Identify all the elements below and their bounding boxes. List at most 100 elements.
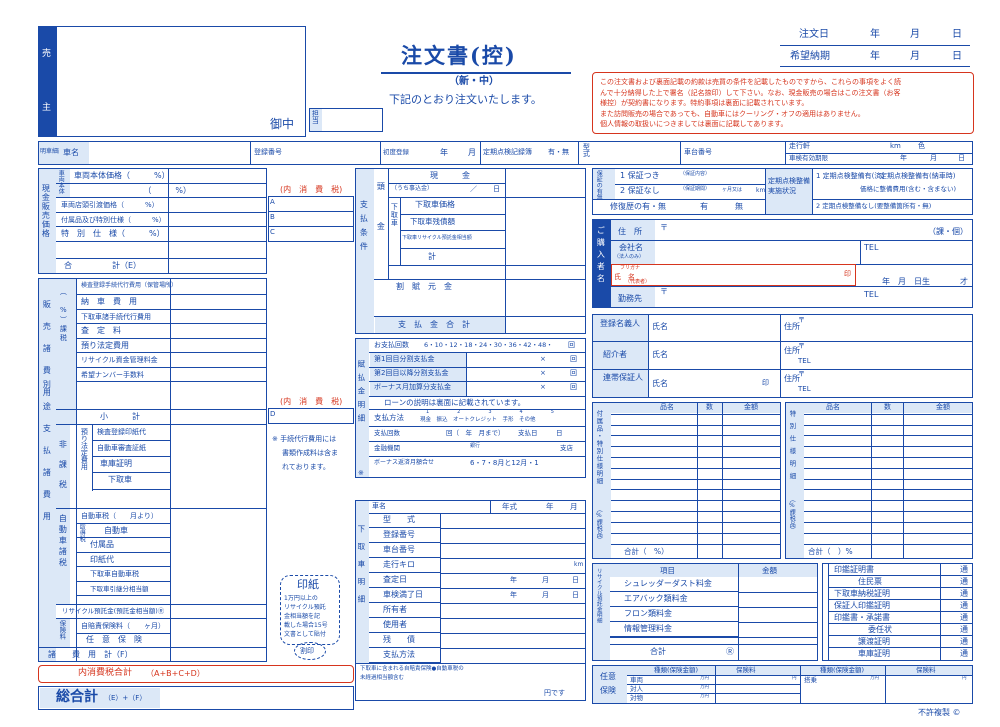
loan-bank-sub: 銀行 [470, 443, 481, 449]
expense-side-2: 別途支払諸費用 [42, 380, 52, 534]
expense-total: 諸 費 用 計（F） [48, 650, 133, 659]
tradein-exp-m: 月 [542, 591, 549, 599]
insurance-yen2-1: 円 [792, 676, 797, 681]
naishohi-a: A [270, 198, 275, 206]
tax-total-formula: （A+B+C+D） [146, 669, 205, 678]
grid-line [611, 478, 780, 480]
insurance-head-3: 種類(保険金額) [820, 666, 865, 674]
grid-line [611, 532, 780, 534]
loan-row-1-label: 第1回目分割支払金 [374, 355, 435, 363]
inspect-exp-year: 年 [900, 154, 907, 162]
document-row-unit: 通 [960, 625, 968, 634]
notice-line-1: この注文書および裏面記載の約款は売買の条件を記載したものですから、これらの事項を… [600, 78, 901, 86]
tradein-row: 走行キロ [369, 558, 440, 573]
expense-row: 自賠責保険料（ ヶ月） [76, 619, 170, 634]
inspection-label: 定期点検記録簿 [483, 148, 532, 156]
tetsuzuki-note-1: ※ 手続代行費用には [272, 435, 337, 443]
registrant-guarantor-tel: TEL [798, 385, 811, 393]
tetsuzuki-note-3: れております。 [282, 463, 330, 471]
insurance-row-person: 対人 [630, 685, 643, 693]
tradein-row: 車検満了日 [369, 588, 440, 603]
accessories-total-2: 合計（ ）% [808, 547, 853, 556]
order-date-month: 月 [910, 29, 920, 40]
payment-side-label: 支払条件 [359, 200, 369, 256]
tradein-assess-m: 月 [542, 576, 549, 584]
tradein-assess-y: 年 [510, 576, 517, 584]
naishohi-box-1 [268, 196, 354, 242]
document-row-unit: 通 [960, 589, 968, 598]
accessories-side-1b: （%課税品） [595, 506, 603, 543]
grid-line [804, 435, 972, 437]
expense-row: 任 意 保 険 [76, 633, 170, 648]
frame-label: 車台番号 [684, 148, 712, 156]
buyer-address-label: 住 所 [618, 227, 642, 236]
registrant-intro-postal: 〒 [798, 342, 805, 350]
notice-line-3: 様控）が契約書になります。特約事項は裏面に記載されています。 [600, 99, 809, 107]
recycle-side: リサイクル預託金明細 [595, 568, 602, 623]
car-name-label: 車名 [63, 148, 79, 157]
accessories-head-qty-2: 数 [884, 403, 891, 411]
recycle-total: 合計 [650, 647, 666, 656]
buyer-age: 才 [960, 277, 968, 286]
accessories-head-name-2: 品名 [826, 403, 840, 411]
loan-count-options: 6・10・12・18・24・30・36・42・48・ [424, 341, 553, 349]
insurance-yen-3: 万円 [700, 694, 709, 699]
tradein-row: 使用者 [369, 618, 440, 633]
first-reg-month: 月 [468, 148, 476, 157]
loan-method-label: 支払方法 [374, 413, 404, 422]
tradein-side-label: 下取車明細 [356, 525, 366, 613]
insurance-yen-4: 万円 [870, 676, 879, 681]
loan-row-3-u: 回 [570, 383, 577, 391]
document-row: 印鑑証明書通 [828, 564, 972, 576]
document-row-unit: 通 [960, 577, 968, 586]
cash-inside: （うち事込金） [391, 185, 434, 192]
warranty-with-sub: （保証内容） [680, 171, 711, 177]
loan-bank: 金融機関 [374, 444, 400, 452]
grid-line [804, 478, 972, 480]
grid-line [611, 521, 780, 523]
grid-line [804, 489, 972, 491]
registrant-owner-postal: 〒 [798, 316, 805, 324]
grid-line [611, 424, 780, 426]
insurance-side: 任意保険 [600, 672, 616, 695]
grid-line [804, 500, 972, 502]
grid-line [611, 489, 780, 491]
tradein-note-2: 未経過相当額含む [360, 675, 405, 681]
tradein-row: 所有者 [369, 603, 440, 618]
vehicle-meisai-label: 明車細両 [40, 148, 65, 155]
warranty-without: 2 保証なし [620, 186, 660, 195]
tradein-row: 車台番号 [369, 543, 440, 558]
naishohi-box-2 [268, 408, 354, 424]
document-row: 委任状通 [828, 624, 972, 636]
notice-box [592, 72, 974, 134]
order-date-day: 日 [952, 29, 962, 40]
buyer-side-label: ご購入者名 [596, 226, 606, 286]
expense-row: 納 車 費 用 [76, 295, 266, 310]
document-row-label: 下取車納税証明 [834, 589, 890, 598]
buyer-tel: TEL [864, 243, 879, 252]
grid-line [611, 467, 780, 469]
buyer-name-box[interactable] [611, 264, 856, 286]
documents-box [822, 563, 973, 661]
stamp-lines: 1万円以上の リサイクル預託 金相当額を記 載した場合15号 文書として貼付 [284, 594, 328, 639]
delivery-date-label: 希望納期 [790, 51, 830, 62]
price-row: 車両店頭引渡価格（ %） [56, 198, 266, 213]
document-row-unit: 通 [960, 637, 968, 646]
buyer-kind: （課・個） [928, 227, 968, 236]
expense-row: 下取車 [92, 473, 170, 490]
expense-hoken: 保険料 [57, 620, 66, 640]
grid-line [804, 446, 972, 448]
recycle-row: フロン類料金 [610, 607, 738, 622]
grid-line [804, 467, 972, 469]
tradein-row: 残 債 [369, 633, 440, 648]
expense-recycle: リサイクル預託金(預託金相当額)Ⓡ [62, 607, 165, 615]
grid-line [611, 435, 780, 437]
registrants-box [592, 314, 973, 398]
registrant-guarantor-seal: 印 [762, 379, 769, 387]
regular-2: 2 定期点検整備なし(要整備箇所有・無) [816, 202, 932, 210]
grid-line [611, 511, 780, 512]
tradein-box [355, 500, 586, 701]
registrant-guarantor-postal: 〒 [798, 370, 805, 378]
tradein-assess-d: 日 [572, 576, 579, 584]
loan-note: ローンの説明は裏面に記載されています。 [384, 398, 526, 407]
